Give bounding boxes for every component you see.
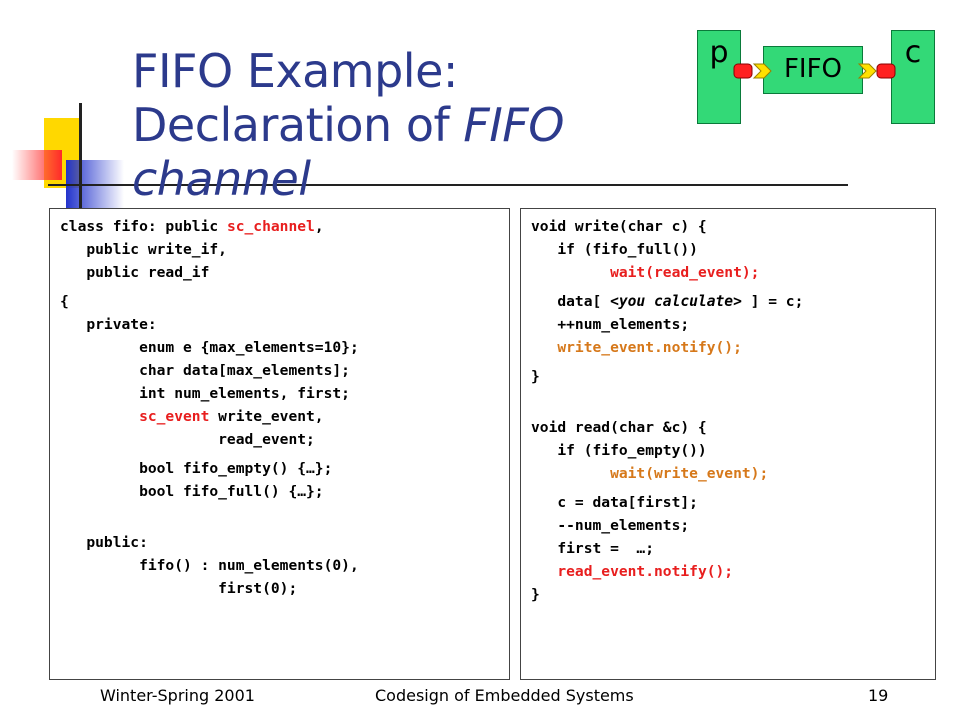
footer-course-title: Codesign of Embedded Systems xyxy=(375,686,634,705)
footer-course-term: Winter-Spring 2001 xyxy=(100,686,255,705)
title-underline-rule xyxy=(48,184,848,186)
code-wait-write-event: wait(write_event); xyxy=(610,465,769,482)
code-line: wait(read_event); xyxy=(531,261,803,284)
code-line: public write_if, xyxy=(60,241,227,258)
code-text xyxy=(60,408,139,425)
code-line: if (fifo_full()) xyxy=(531,241,698,258)
code-line: char data[max_elements]; xyxy=(60,362,350,379)
producer-block: p xyxy=(697,30,741,124)
code-line: private: xyxy=(60,316,157,333)
code-line: int num_elements, first; xyxy=(60,385,350,402)
code-line: fifo() : num_elements(0), xyxy=(60,557,359,574)
code-wait-read-event: wait(read_event); xyxy=(610,264,760,281)
code-panel-methods: void write(char c) { if (fifo_full()) wa… xyxy=(520,208,936,680)
code-placeholder: <you calculate> xyxy=(610,293,742,310)
code-line: first = …; xyxy=(531,540,655,557)
code-line: if (fifo_empty()) xyxy=(531,442,707,459)
code-read-event-notify: read_event.notify(); xyxy=(557,563,734,580)
code-line: void write(char c) { xyxy=(531,218,707,235)
code-line: wait(write_event); xyxy=(531,462,803,485)
code-line: ++num_elements; xyxy=(531,316,690,333)
code-line: { xyxy=(60,293,69,310)
code-line: data[ <you calculate> ] = c; xyxy=(531,290,803,313)
code-line: read_event; xyxy=(60,431,315,448)
code-text: ] = c; xyxy=(741,293,804,310)
title-line2-prefix: Declaration of xyxy=(132,98,464,152)
code-text xyxy=(531,465,610,482)
code-line: void read(char &c) { xyxy=(531,419,707,436)
code-line: class fifo: public sc_channel, xyxy=(60,215,359,238)
decor-vertical-rule xyxy=(79,103,82,218)
decor-red-bar xyxy=(12,150,62,180)
code-line: first(0); xyxy=(60,580,298,597)
code-line: bool fifo_empty() {…}; xyxy=(60,460,333,477)
code-write-event-notify: write_event.notify(); xyxy=(557,339,742,356)
title-line1: FIFO Example: xyxy=(132,44,458,98)
code-keyword-sc-event: sc_event xyxy=(139,408,210,425)
title-line2-italic: FIFO channel xyxy=(132,98,564,206)
code-text: data[ xyxy=(531,293,611,310)
producer-label: p xyxy=(709,35,729,70)
code-line: } xyxy=(531,586,540,603)
code-line: } xyxy=(531,368,540,385)
fifo-channel-label: FIFO xyxy=(783,54,843,84)
consumer-port-icon xyxy=(857,63,896,79)
slide-number: 19 xyxy=(868,686,889,705)
consumer-label: c xyxy=(904,35,922,70)
title-line2: Declaration of FIFO channel xyxy=(132,98,692,206)
code-text: write_event, xyxy=(209,408,324,425)
fifo-channel-block: FIFO xyxy=(763,46,863,94)
slide-title: FIFO Example: Declaration of FIFO channe… xyxy=(132,44,692,206)
code-line: c = data[first]; xyxy=(531,494,698,511)
code-text xyxy=(531,264,610,281)
code-panel-class-declaration: class fifo: public sc_channel, public wr… xyxy=(49,208,510,680)
code-line: read_event.notify(); xyxy=(531,560,803,583)
code-keyword-sc-channel: sc_channel xyxy=(226,218,315,235)
code-text: , xyxy=(314,218,324,235)
code-block-right: void write(char c) { if (fifo_full()) wa… xyxy=(531,215,803,606)
code-line: enum e {max_elements=10}; xyxy=(60,339,359,356)
code-line: --num_elements; xyxy=(531,517,690,534)
code-line: public read_if xyxy=(60,264,210,281)
code-line: bool fifo_full() {…}; xyxy=(60,483,324,500)
code-text xyxy=(531,563,557,580)
code-line: write_event.notify(); xyxy=(531,336,803,359)
code-block-left: class fifo: public sc_channel, public wr… xyxy=(60,215,359,600)
code-text xyxy=(531,339,557,356)
code-line: public: xyxy=(60,534,148,551)
producer-port-icon xyxy=(733,63,772,79)
code-text: class fifo: public xyxy=(60,218,227,235)
code-line: sc_event write_event, xyxy=(60,405,359,428)
consumer-block: c xyxy=(891,30,935,124)
